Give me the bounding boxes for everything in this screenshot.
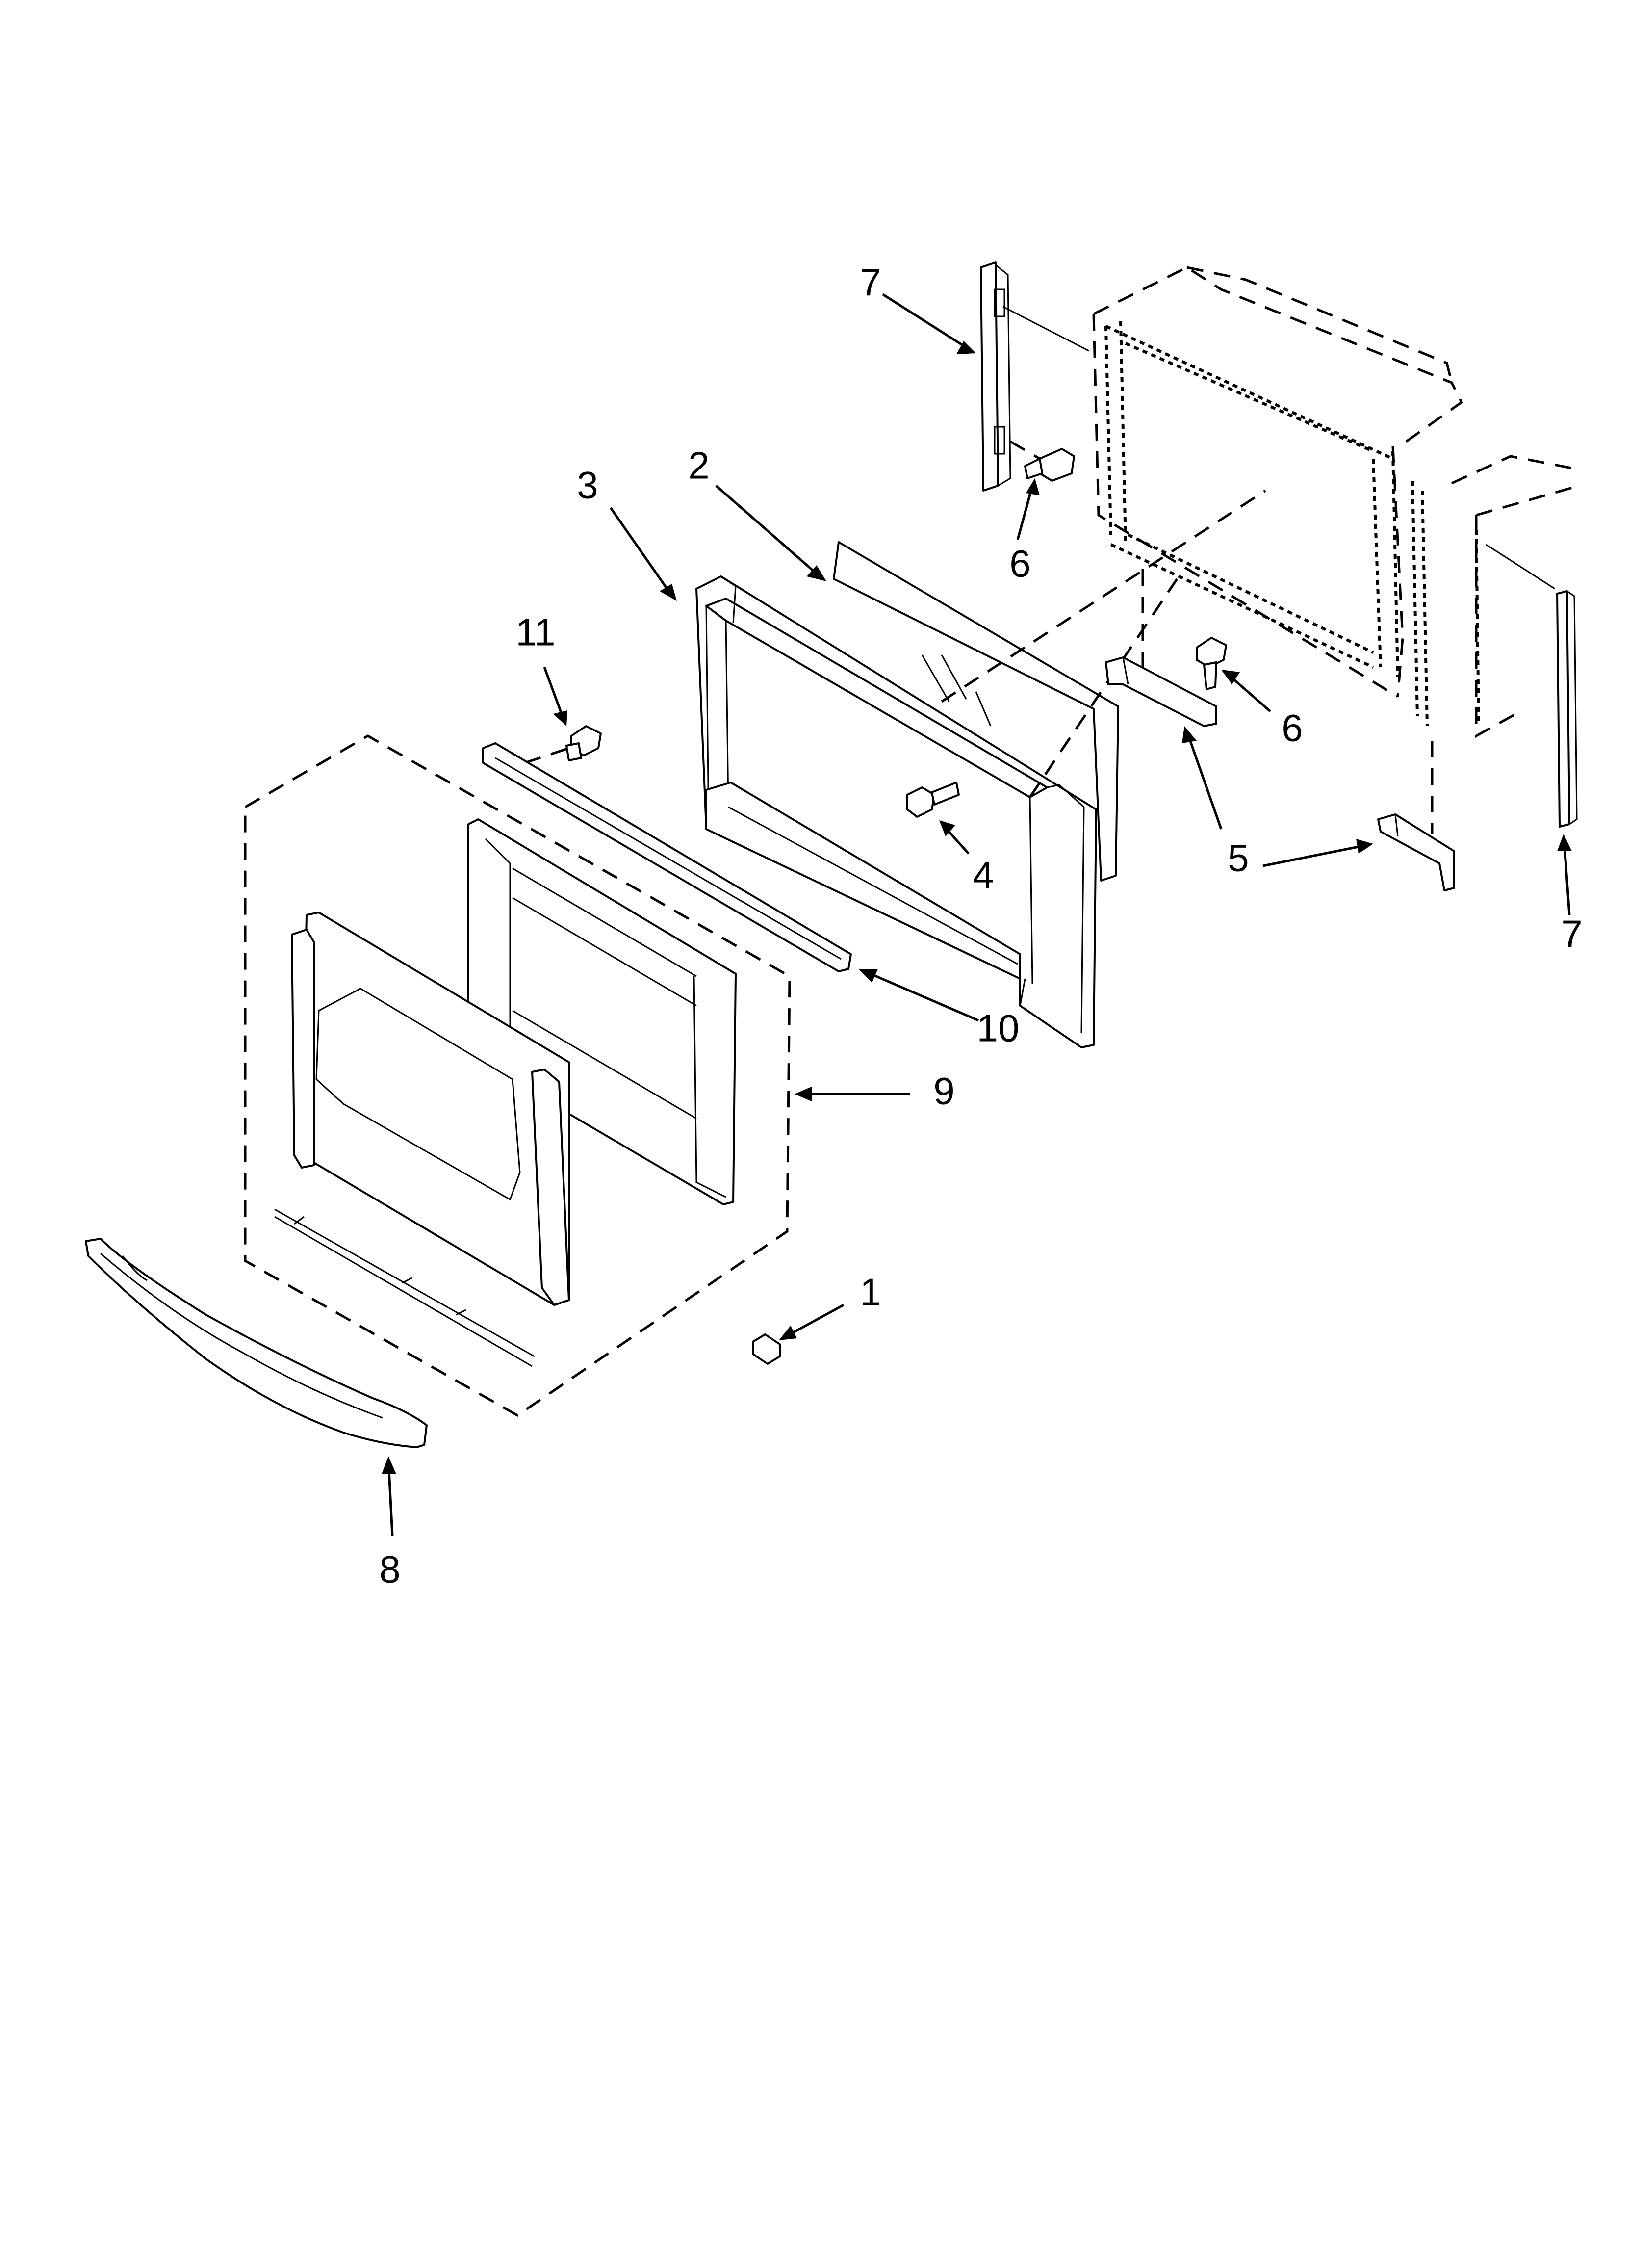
callout-4: 4 <box>973 854 994 897</box>
callout-leaders <box>382 293 1572 1536</box>
callout-10: 10 <box>977 1007 1020 1050</box>
screw-hinge-upper <box>1009 440 1075 482</box>
callout-7-upper: 7 <box>860 261 881 304</box>
glass-to-cavity-leader <box>941 489 1266 703</box>
callout-6-upper: 6 <box>1009 542 1030 585</box>
door-frame <box>695 575 1097 1048</box>
oven-cavity-frame <box>1092 266 1580 834</box>
screw-hinge-lower <box>1196 637 1227 690</box>
outer-door-panel <box>274 912 570 1367</box>
outer-door-assembly <box>244 734 791 1417</box>
small-clip <box>752 1333 781 1365</box>
callout-8: 8 <box>379 1548 400 1591</box>
frame-to-cavity-leader <box>1028 578 1179 798</box>
hinge-right <box>1486 544 1578 828</box>
callout-labels: 7 6 2 3 11 6 5 4 7 10 9 1 8 <box>379 261 1582 1591</box>
screw-trim <box>524 725 602 764</box>
callout-3: 3 <box>577 464 598 507</box>
hinge-left <box>980 261 1089 492</box>
callout-9: 9 <box>933 1069 954 1113</box>
callout-1: 1 <box>860 1271 881 1314</box>
hinge-receiver-left <box>1105 656 1217 727</box>
callout-2: 2 <box>688 444 709 487</box>
callout-6-lower: 6 <box>1282 706 1303 750</box>
callout-7-lower: 7 <box>1561 912 1582 956</box>
inner-glass <box>833 541 1119 882</box>
screw-frame <box>906 782 960 818</box>
door-trim-strip <box>482 742 852 972</box>
hinge-receiver-right <box>1377 813 1455 891</box>
callout-5-upper: 5 <box>1228 836 1249 880</box>
door-handle <box>85 1238 428 1448</box>
callout-11: 11 <box>516 611 556 654</box>
